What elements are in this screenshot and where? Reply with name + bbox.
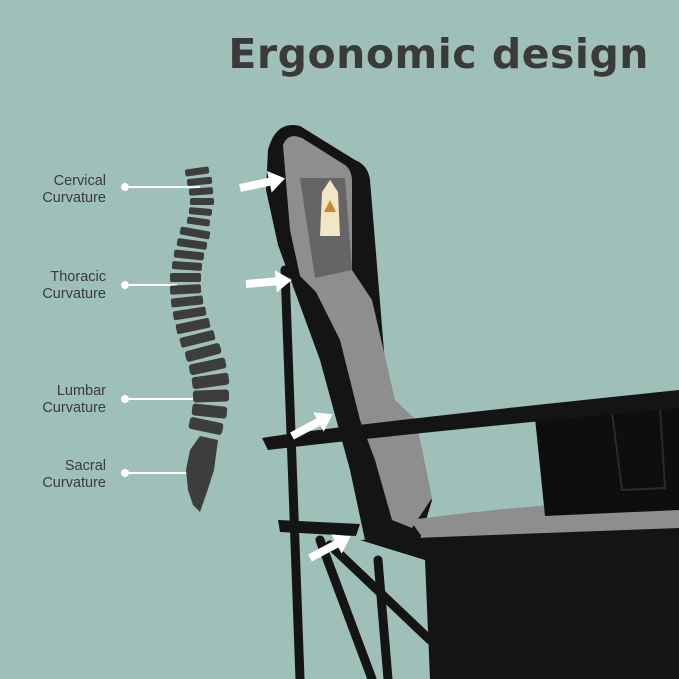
arrow-icon xyxy=(239,171,285,193)
label-thoracic-line1: Thoracic xyxy=(50,269,106,285)
chair-frame xyxy=(280,265,435,679)
arrows xyxy=(239,171,351,562)
leader-line-lumbar xyxy=(121,395,200,403)
label-sacral-line2: Curvature xyxy=(42,475,106,491)
chair-seat-front xyxy=(360,528,679,679)
label-sacral-line1: Sacral xyxy=(64,458,106,474)
arrow-icon xyxy=(290,412,333,440)
label-sacral: Sacral Curvature xyxy=(10,458,106,492)
label-cervical: Cervical Curvature xyxy=(10,173,106,207)
spine-illustration xyxy=(169,166,230,512)
chair-illustration xyxy=(262,125,679,679)
label-lumbar-line1: Lumbar xyxy=(56,383,106,399)
label-lumbar: Lumbar Curvature xyxy=(10,383,106,417)
label-thoracic-line2: Curvature xyxy=(42,286,106,302)
arrow-icon xyxy=(245,270,292,293)
leader-line-sacral xyxy=(121,469,195,477)
label-cervical-line2: Curvature xyxy=(42,190,106,206)
arrow-icon xyxy=(308,534,351,562)
chair-armrest xyxy=(262,390,679,450)
label-cervical-line1: Cervical xyxy=(53,173,106,189)
label-thoracic: Thoracic Curvature xyxy=(10,269,106,303)
chair-rail xyxy=(278,520,360,536)
side-pocket xyxy=(535,405,679,516)
leader-line-thoracic xyxy=(121,281,177,289)
label-lumbar-line2: Curvature xyxy=(42,400,106,416)
logo-badge xyxy=(320,180,340,236)
page-title: Ergonomic design xyxy=(228,30,649,78)
leader-line-cervical xyxy=(121,183,200,191)
